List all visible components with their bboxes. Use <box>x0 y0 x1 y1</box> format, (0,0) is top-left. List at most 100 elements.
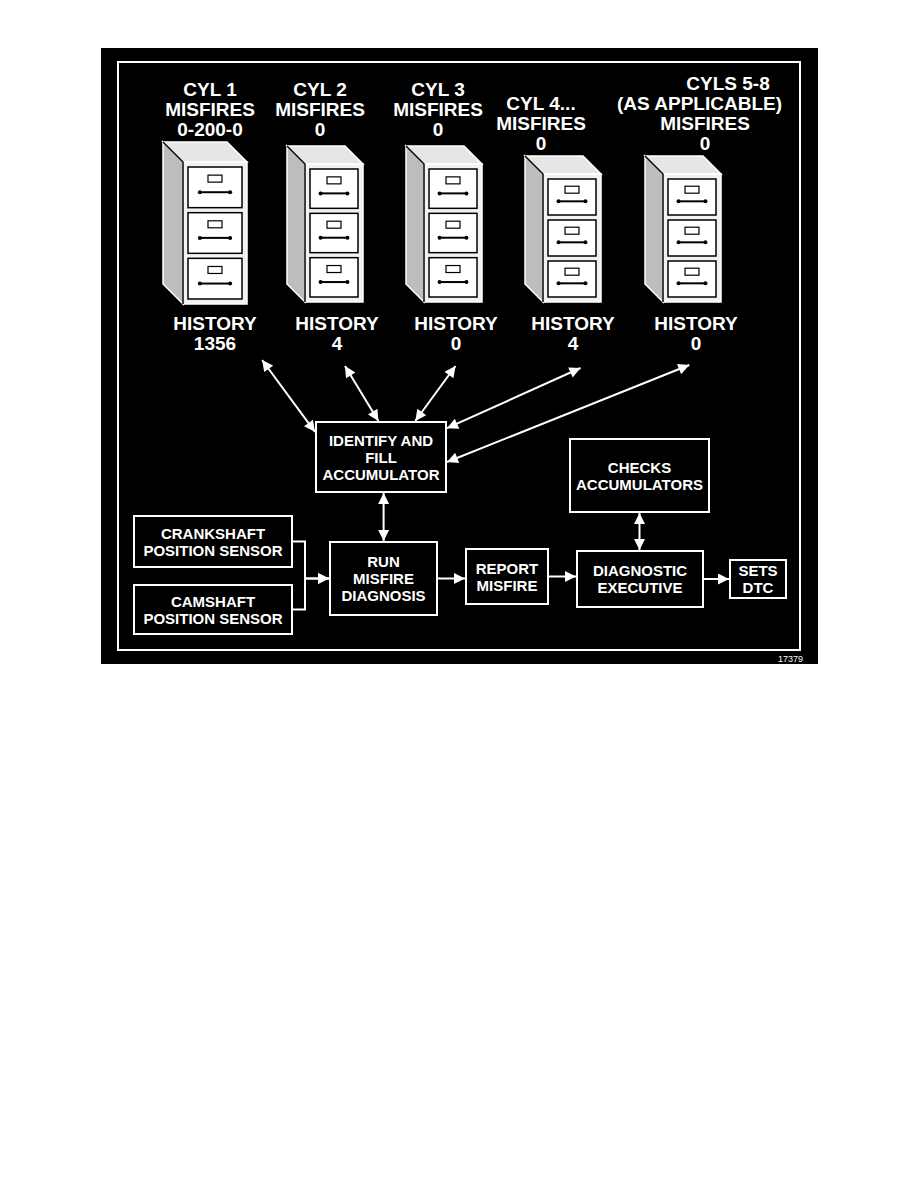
drawer-handle-end <box>438 191 442 195</box>
history-count: HISTORY 1356 <box>167 314 263 354</box>
drawer-handle-end <box>198 236 202 240</box>
process-box: CRANKSHAFT POSITION SENSOR <box>133 515 293 568</box>
drawer-handle <box>321 237 348 239</box>
drawer-handle <box>679 200 706 202</box>
cabinet-drawer <box>188 167 242 208</box>
process-box: CAMSHAFT POSITION SENSOR <box>133 584 293 635</box>
process-box: REPORT MISFIRE <box>465 548 549 605</box>
cylinder-heading: CYLS 5-8 <box>680 74 776 94</box>
cabinet-front <box>183 162 247 304</box>
cabinet-front <box>663 174 721 302</box>
cabinet-drawer <box>310 258 358 297</box>
drawer-handle-end <box>557 240 561 244</box>
connector-arrow <box>639 513 641 550</box>
cylinder-heading: CYL 1 MISFIRES 0-200-0 <box>162 80 258 140</box>
drawer-handle-end <box>319 236 323 240</box>
cabinet-drawer <box>548 179 596 215</box>
drawer-label-holder <box>685 268 699 275</box>
cabinet-drawer <box>668 179 716 215</box>
drawer-handle-end <box>319 191 323 195</box>
drawer-handle-end <box>464 236 468 240</box>
drawer-handle-end <box>464 191 468 195</box>
cabinet-front <box>305 164 363 302</box>
drawer-label-holder <box>208 266 222 273</box>
cylinder-heading: (AS APPLICABLE) <box>602 94 797 114</box>
history-count: HISTORY 0 <box>648 314 744 354</box>
drawer-handle-end <box>703 199 707 203</box>
drawer-handle-end <box>228 236 232 240</box>
process-box: IDENTIFY AND FILL ACCUMULATOR <box>315 421 447 493</box>
history-count: HISTORY 4 <box>289 314 385 354</box>
drawer-handle <box>559 282 586 284</box>
drawer-handle <box>440 192 467 194</box>
drawer-handle-end <box>583 240 587 244</box>
drawer-handle <box>679 241 706 243</box>
drawer-handle-end <box>345 280 349 284</box>
cabinet-drawer <box>188 213 242 254</box>
drawer-handle <box>321 192 348 194</box>
file-cabinet: CYL 2 MISFIRES 0 HISTORY 4 <box>270 78 395 366</box>
file-cabinet: CYLS 5-8(AS APPLICABLE)MISFIRES 0 HISTORY… <box>595 72 800 365</box>
cabinet-drawer <box>188 258 242 299</box>
file-cabinet-drawing <box>643 154 723 304</box>
connector-arrow <box>415 366 455 421</box>
drawer-label-holder <box>327 221 341 228</box>
cabinet-edge <box>287 146 305 302</box>
drawer-handle-end <box>438 236 442 240</box>
process-box: RUN MISFIRE DIAGNOSIS <box>329 541 438 616</box>
drawer-handle-end <box>583 199 587 203</box>
cabinet-side <box>645 156 663 302</box>
cabinet-drawer <box>310 169 358 208</box>
drawer-handle-end <box>228 190 232 194</box>
connector-arrow <box>383 493 385 541</box>
drawer-handle-end <box>228 282 232 286</box>
cabinet-side <box>406 146 424 302</box>
drawer-handle <box>440 281 467 283</box>
drawer-handle-end <box>464 280 468 284</box>
drawer-handle-end <box>345 191 349 195</box>
connector-arrow <box>345 366 378 421</box>
box-text: REPORT MISFIRE <box>470 560 544 594</box>
cabinet-side <box>163 142 183 304</box>
connector-arrow <box>293 542 329 579</box>
connector-arrow <box>438 578 465 580</box>
connector-arrow <box>447 368 581 428</box>
drawer-handle-end <box>583 281 587 285</box>
drawer-handle-end <box>677 199 681 203</box>
drawer-handle-end <box>557 199 561 203</box>
box-text: SETS DTC <box>734 562 782 596</box>
cabinet-edge <box>163 142 183 304</box>
drawer-handle <box>200 237 230 239</box>
connector-arrow <box>262 360 315 432</box>
drawer-handle-end <box>438 280 442 284</box>
connector-arrow <box>293 579 329 610</box>
process-box: DIAGNOSTIC EXECUTIVE <box>576 550 704 608</box>
cabinet-drawer <box>429 258 477 297</box>
drawer-handle-end <box>198 282 202 286</box>
cylinder-heading: MISFIRES 0 <box>657 114 753 154</box>
drawer-label-holder <box>208 221 222 228</box>
box-text: RUN MISFIRE DIAGNOSIS <box>338 553 430 604</box>
drawer-label-holder <box>685 186 699 193</box>
file-cabinet-drawing <box>523 154 603 304</box>
drawer-label-holder <box>565 186 579 193</box>
file-cabinet-drawing <box>404 144 484 304</box>
box-text: DIAGNOSTIC EXECUTIVE <box>581 562 699 596</box>
drawer-handle-end <box>319 280 323 284</box>
drawer-handle-end <box>703 240 707 244</box>
drawer-handle-end <box>703 281 707 285</box>
drawer-handle <box>679 282 706 284</box>
file-cabinet-drawing <box>161 140 249 306</box>
box-text: CRANKSHAFT POSITION SENSOR <box>138 525 288 559</box>
file-cabinet-drawing <box>285 144 365 304</box>
history-count: HISTORY 4 <box>525 314 621 354</box>
cylinder-heading: CYL 2 MISFIRES 0 <box>272 80 368 140</box>
cabinet-drawer <box>429 213 477 252</box>
cabinet-edge <box>525 156 543 302</box>
cabinet-edge <box>406 146 424 302</box>
cabinet-drawer <box>310 213 358 252</box>
drawer-handle-end <box>198 190 202 194</box>
connector-arrow <box>549 576 576 578</box>
cabinet-drawer <box>548 220 596 256</box>
